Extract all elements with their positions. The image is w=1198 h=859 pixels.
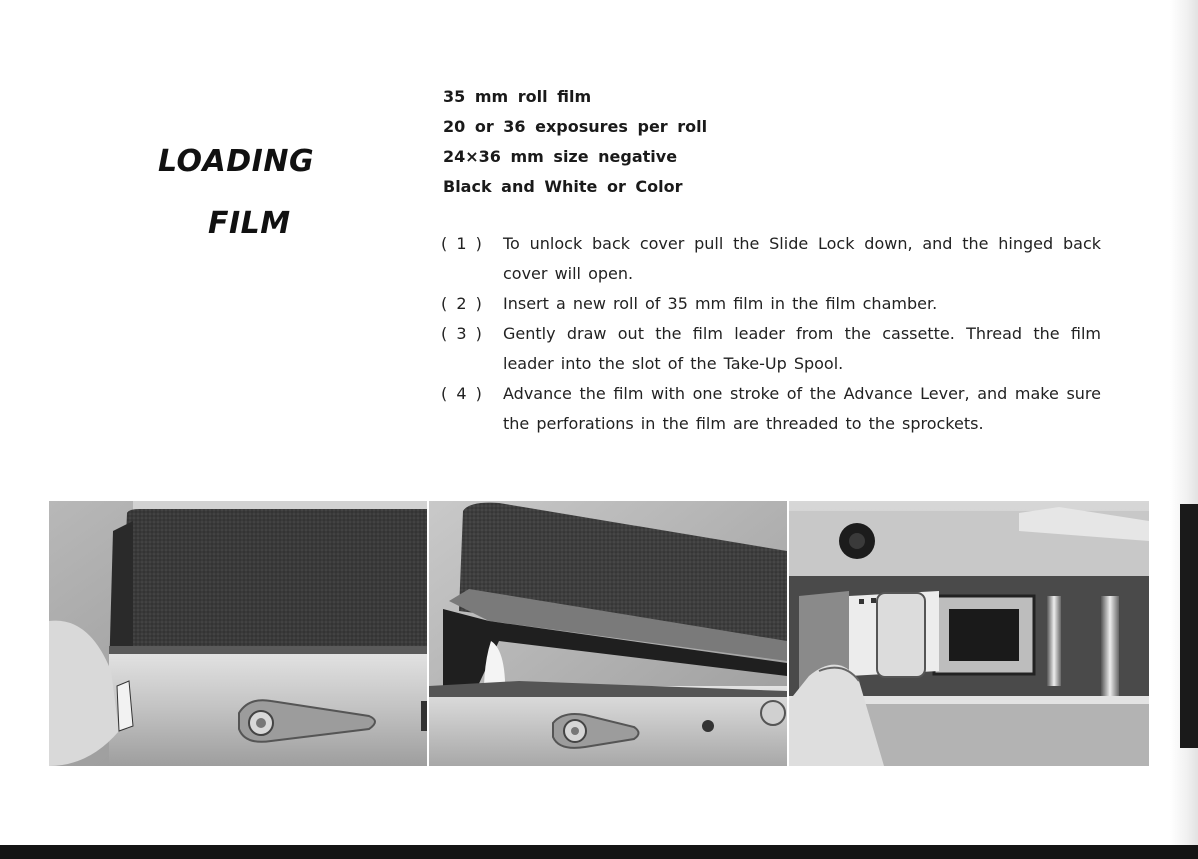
step-number: ( 4 ) <box>441 384 484 403</box>
step-item: ( 4 ) Advance the film with one stroke o… <box>441 379 1101 439</box>
film-specs-list: 35 mm roll film 20 or 36 exposures per r… <box>443 82 707 202</box>
step-text: Gently draw out the film leader from the… <box>503 324 1101 373</box>
photo-slide-lock <box>49 501 427 766</box>
page-thumb-tab <box>1180 504 1198 748</box>
step-number: ( 2 ) <box>441 294 484 313</box>
step-text: Advance the film with one stroke of the … <box>503 384 1101 433</box>
step-text: To unlock back cover pull the Slide Lock… <box>503 234 1101 283</box>
step-text: Insert a new roll of 35 mm film in the f… <box>503 294 938 313</box>
step-item: ( 1 ) To unlock back cover pull the Slid… <box>441 229 1101 289</box>
spec-item: 35 mm roll film <box>443 87 592 106</box>
section-title-line-1: LOADING <box>158 144 315 179</box>
loading-steps-list: ( 1 ) To unlock back cover pull the Slid… <box>441 229 1101 439</box>
photo-film-chamber <box>789 501 1149 766</box>
bottom-edge-bar <box>0 845 1198 859</box>
photo-back-cover-open <box>429 501 787 766</box>
step-item: ( 3 ) Gently draw out the film leader fr… <box>441 319 1101 379</box>
spec-item: 20 or 36 exposures per roll <box>443 117 708 136</box>
spec-item: 24×36 mm size negative <box>443 147 678 166</box>
step-number: ( 3 ) <box>441 324 484 343</box>
step-number: ( 1 ) <box>441 234 484 253</box>
section-title-line-2: FILM <box>208 206 291 241</box>
step-item: ( 2 ) Insert a new roll of 35 mm film in… <box>441 289 1101 319</box>
spec-item: Black and White or Color <box>443 177 683 196</box>
